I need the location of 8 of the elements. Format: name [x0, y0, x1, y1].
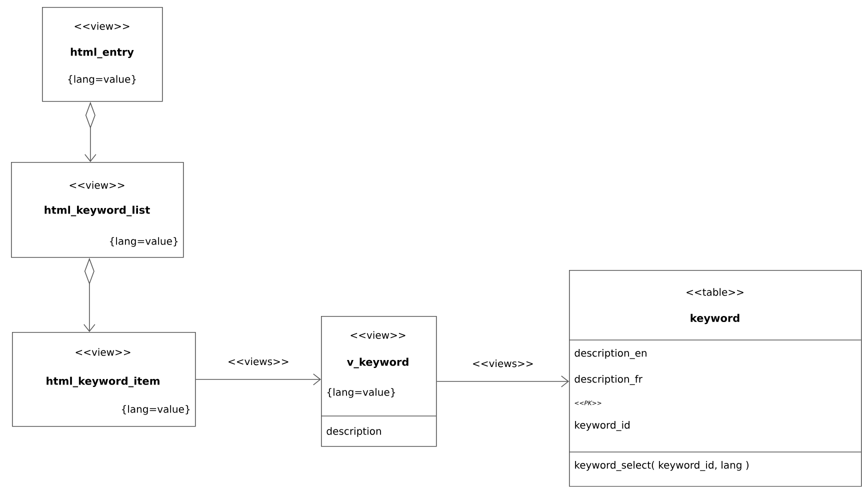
view-class-box: <<view>> html_entry {lang=value} [42, 7, 163, 102]
association-arrow [195, 374, 321, 386]
edge-label: <<views>> [473, 359, 533, 368]
edge-label: <<views>> [228, 357, 288, 366]
view-class-box: <<view>> v_keyword {lang=value} description [320, 316, 437, 447]
view-class-box: <<view>> html_keyword_list {lang=value} [11, 162, 184, 258]
association-arrow [436, 376, 569, 388]
view-class-box: <<view>> html_keyword_item {lang=value} [12, 332, 196, 427]
